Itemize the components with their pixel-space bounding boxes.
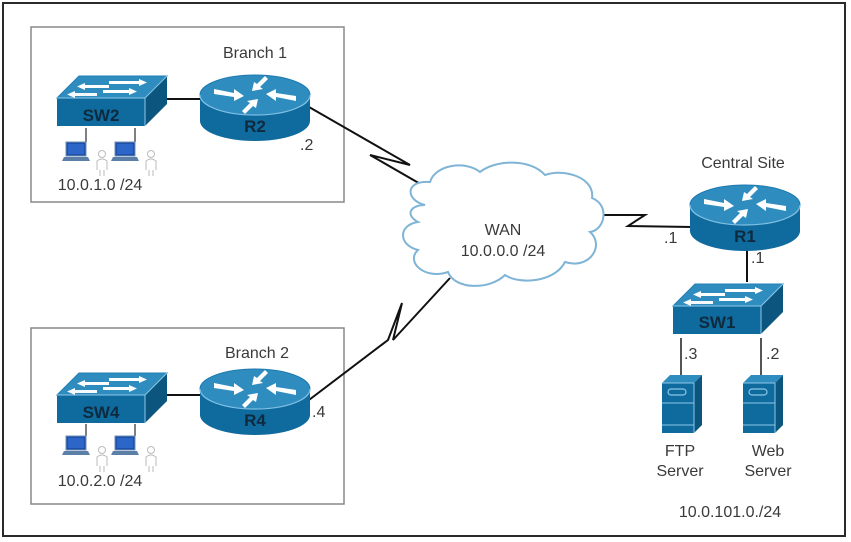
branch2-subnet: 10.0.2.0 /24	[58, 473, 143, 490]
central-site-label: Central Site	[701, 155, 785, 172]
sw1-label: SW1	[699, 313, 736, 332]
user-icon	[145, 150, 157, 177]
r2-label: R2	[244, 117, 266, 136]
r4-wan-ip: .4	[312, 404, 325, 421]
link-r1-wan	[592, 214, 693, 228]
branch1-subnet: 10.0.1.0 /24	[58, 177, 143, 194]
laptop-icon	[110, 435, 140, 456]
web-ip: .2	[766, 346, 779, 363]
laptop-icon	[61, 435, 91, 456]
sw4-label: SW4	[83, 403, 120, 422]
wan-subnet: 10.0.0.0 /24	[461, 243, 546, 260]
laptop-icon	[61, 141, 91, 162]
ftp-server-label-2: Server	[656, 463, 704, 480]
r1-label: R1	[734, 227, 756, 246]
ftp-server-icon[interactable]	[661, 374, 703, 434]
sw2-label: SW2	[83, 106, 120, 125]
branch1-box	[30, 26, 345, 203]
diagram-frame	[2, 2, 846, 537]
user-icon	[96, 150, 108, 177]
r1-lan-ip: .1	[751, 250, 764, 267]
branch2-label: Branch 2	[225, 345, 289, 362]
r1-wan-ip: .1	[664, 230, 677, 247]
wan-cloud-icon	[402, 161, 605, 287]
web-server-label-2: Server	[744, 463, 792, 480]
r2-wan-ip: .2	[300, 137, 313, 154]
r4-label: R4	[244, 411, 266, 430]
ftp-server-label-1: FTP	[665, 443, 695, 460]
wan-label: WAN	[485, 222, 522, 239]
web-server-icon[interactable]	[742, 374, 784, 434]
web-server-label-1: Web	[752, 443, 785, 460]
branch1-label: Branch 1	[223, 45, 287, 62]
laptop-icon	[110, 141, 140, 162]
link-r4-wan	[304, 277, 451, 404]
ftp-ip: .3	[684, 346, 697, 363]
branch2-box	[30, 327, 345, 505]
user-icon	[96, 446, 108, 473]
link-r2-wan	[308, 106, 444, 198]
user-icon	[145, 446, 157, 473]
central-subnet: 10.0.101.0./24	[679, 504, 781, 521]
